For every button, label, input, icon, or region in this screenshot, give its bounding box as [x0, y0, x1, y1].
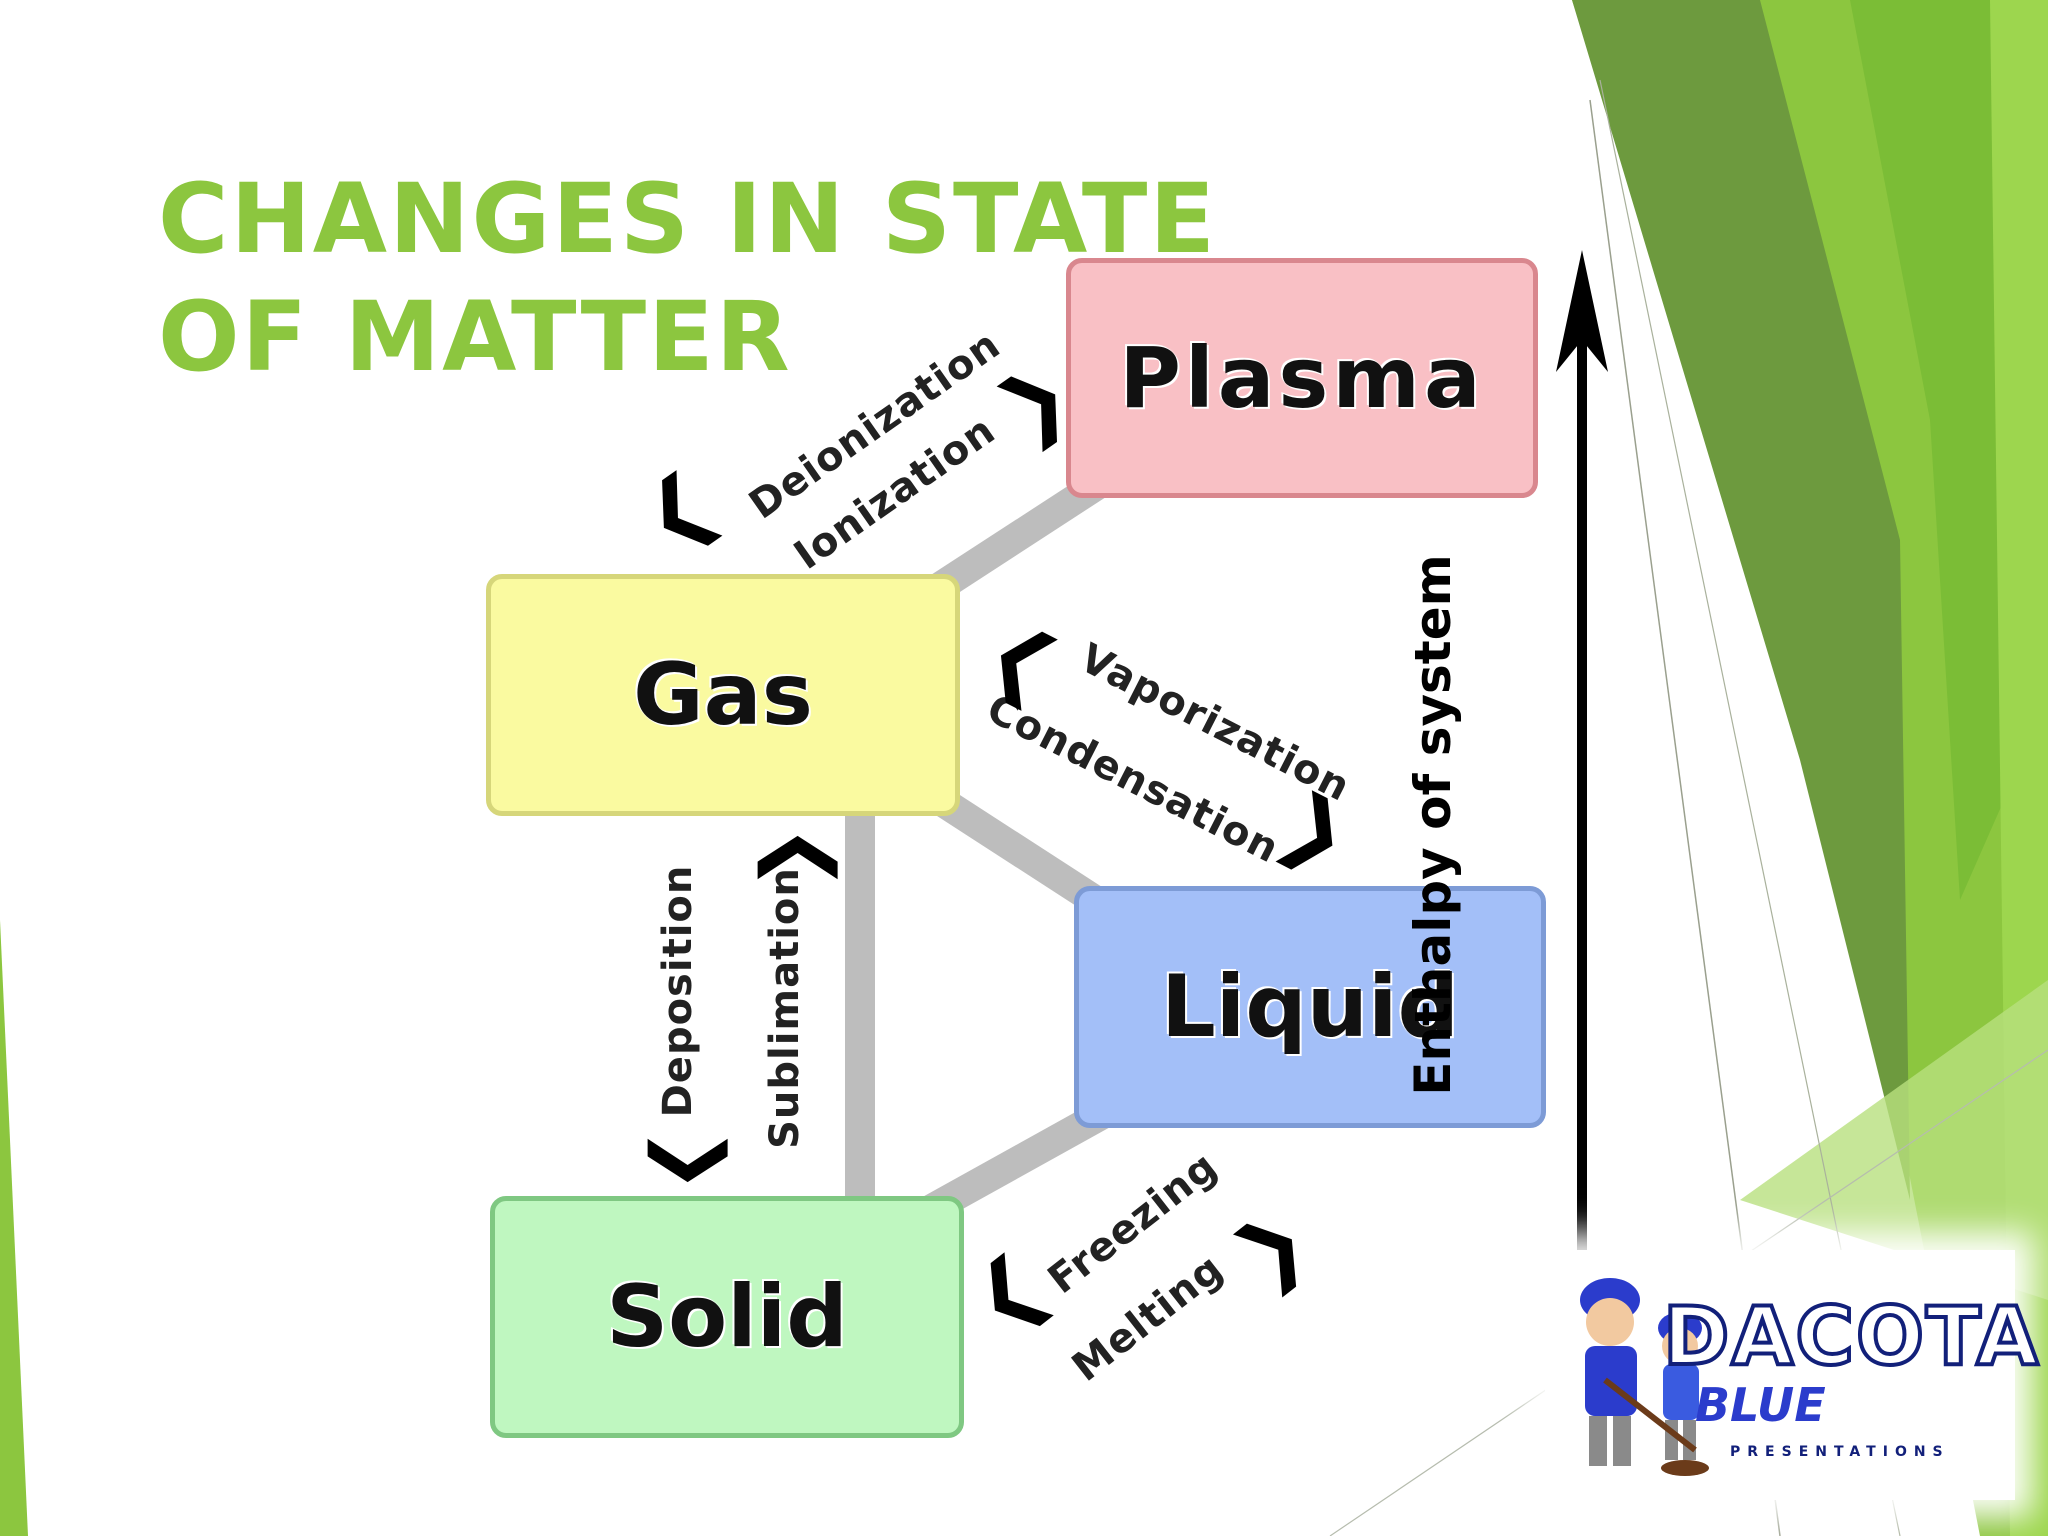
- solid-label: Solid: [606, 1267, 848, 1367]
- solid-box: Solid: [490, 1196, 964, 1438]
- cartoon-kids-icon: [1580, 1278, 1709, 1476]
- logo-tagline: PRESENTATIONS: [1730, 1444, 1950, 1460]
- dacota-blue-logo: DACOTA BLUE PRESENTATIONS: [1545, 1250, 2040, 1500]
- plasma-label: Plasma: [1119, 329, 1485, 427]
- liquid-box: Liquid: [1074, 886, 1546, 1128]
- plasma-box: Plasma: [1066, 258, 1538, 498]
- deposition-label: Deposition: [655, 864, 701, 1118]
- connector-solid-liquid: [922, 1096, 1118, 1224]
- liquid-label: Liquid: [1160, 957, 1460, 1057]
- right-green-shape-pale: [1740, 980, 2048, 1300]
- slide-title: CHANGES IN STATE OF MATTER: [158, 163, 1217, 393]
- chevron-down-icon: ❮: [634, 1126, 728, 1194]
- gas-label: Gas: [633, 645, 813, 745]
- logo-name-2: BLUE: [1695, 1378, 1826, 1432]
- sublimation-label: Sublimation: [762, 867, 808, 1149]
- enthalpy-arrow-head: [1556, 250, 1608, 372]
- right-green-shape-dark: [1572, 0, 1910, 1200]
- left-green-wedge: [0, 920, 28, 1536]
- enthalpy-axis-label: Enthalpy of system: [1404, 554, 1462, 1096]
- enthalpy-arrow: [1556, 250, 1608, 1440]
- chevron-up-icon: ❯: [744, 824, 838, 892]
- gas-box: Gas: [486, 574, 960, 816]
- logo-name: DACOTA: [1661, 1288, 2041, 1385]
